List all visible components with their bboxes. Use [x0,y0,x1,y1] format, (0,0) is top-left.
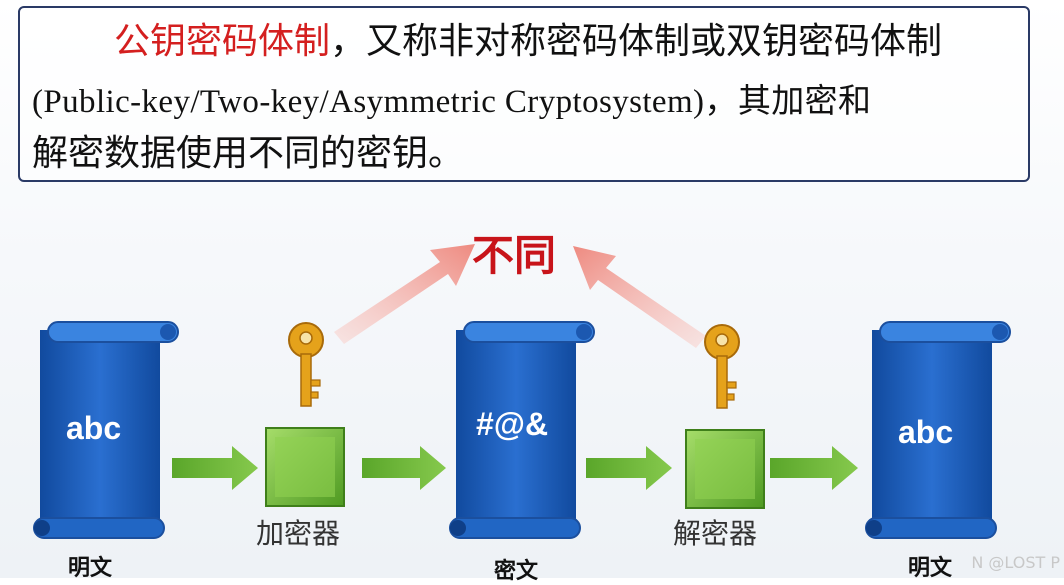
flow-arrow-1 [172,446,258,490]
ciphertext-content: #@& [476,406,549,442]
watermark: N @LOST P [971,553,1060,572]
ciphertext-caption: 密文 [494,559,539,584]
public-key-term: 公钥密码体制 [114,21,331,62]
plaintext-left-content: abc [66,410,122,446]
definition-box: 公钥密码体制，又称非对称密码体制或双钥密码体制 (Public-key/Two-… [18,6,1030,182]
plaintext-right-caption: 明文 [908,556,953,581]
decryption-key-icon [704,324,740,409]
decryption-key-difference-arrow [573,246,706,348]
encryptor-box [265,427,345,507]
definition-line-1: 公钥密码体制，又称非对称密码体制或双钥密码体制 [114,22,942,62]
flow-arrow-3 [586,446,672,490]
decryptor-label: 解密器 [673,517,758,550]
difference-label: 不同 [472,231,557,280]
plaintext-left-caption: 明文 [68,556,113,581]
flow-arrow-4 [770,446,858,490]
decryptor-box [685,429,765,509]
encryptor-label: 加密器 [256,517,341,550]
plaintext-right-content: abc [898,414,954,450]
encryption-key-icon [288,322,324,407]
encryption-key-difference-arrow [334,244,475,344]
definition-line-1-rest: ，又称非对称密码体制或双钥密码体制 [330,21,943,62]
flow-arrow-2 [362,446,446,490]
definition-line-3: 解密数据使用不同的密钥。 [32,133,465,174]
definition-line-2: (Public-key/Two-key/Asymmetric Cryptosys… [32,84,872,120]
